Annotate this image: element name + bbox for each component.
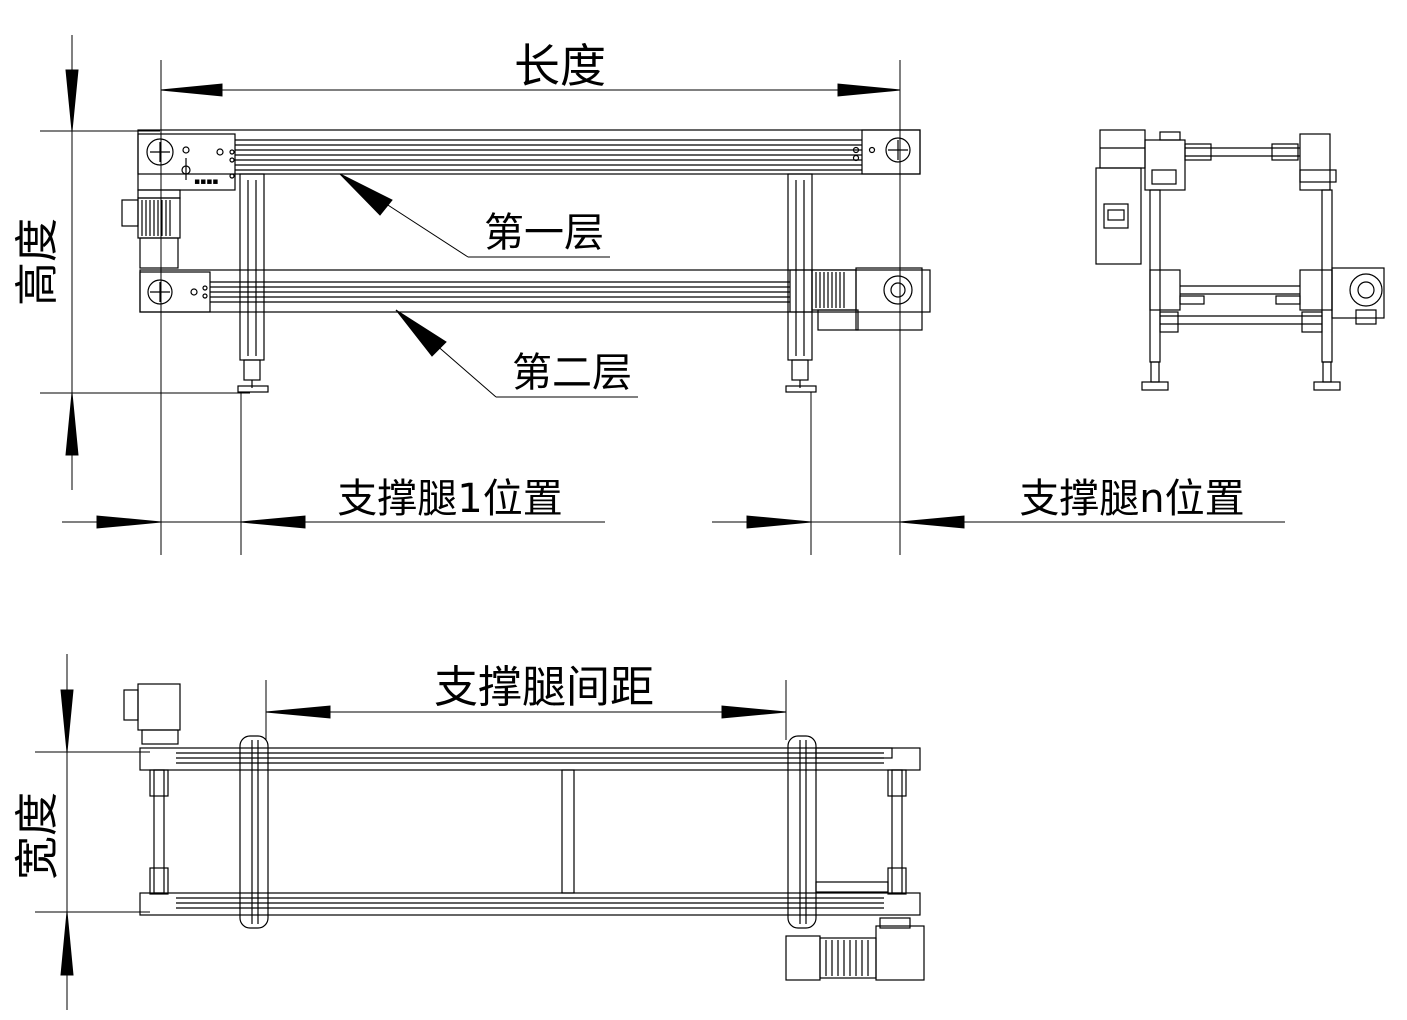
nameplate-text: ▪▪▪▪ [194, 177, 218, 187]
support-leg-1 [237, 173, 269, 393]
legn-position-label: 支撑腿n位置 [1019, 476, 1244, 522]
layer2-motor [789, 267, 923, 331]
leg1-position-dimension [62, 392, 605, 555]
height-label: 高度 [12, 218, 63, 306]
width-label: 宽度 [12, 792, 63, 880]
support-leg-n [785, 173, 817, 393]
leg1-position-label: 支撑腿1位置 [337, 476, 562, 522]
layer1-label: 第一层 [484, 210, 604, 256]
width-dimension [35, 654, 150, 1010]
layer1-beam [137, 129, 921, 191]
top-view [123, 683, 925, 981]
layer1-leader [339, 173, 610, 258]
leg-spacing-dimension [265, 680, 787, 740]
height-dimension [40, 35, 250, 490]
length-dimension [160, 60, 901, 555]
length-label: 长度 [514, 39, 606, 93]
legn-position-dimension [712, 392, 1285, 555]
layer2-leader [395, 309, 638, 398]
layer2-beam [139, 269, 931, 313]
front-view [121, 129, 931, 393]
side-view [1095, 129, 1385, 391]
layer2-label: 第二层 [512, 350, 632, 396]
layer1-motor [121, 189, 181, 269]
leg-spacing-label: 支撑腿间距 [434, 662, 654, 713]
